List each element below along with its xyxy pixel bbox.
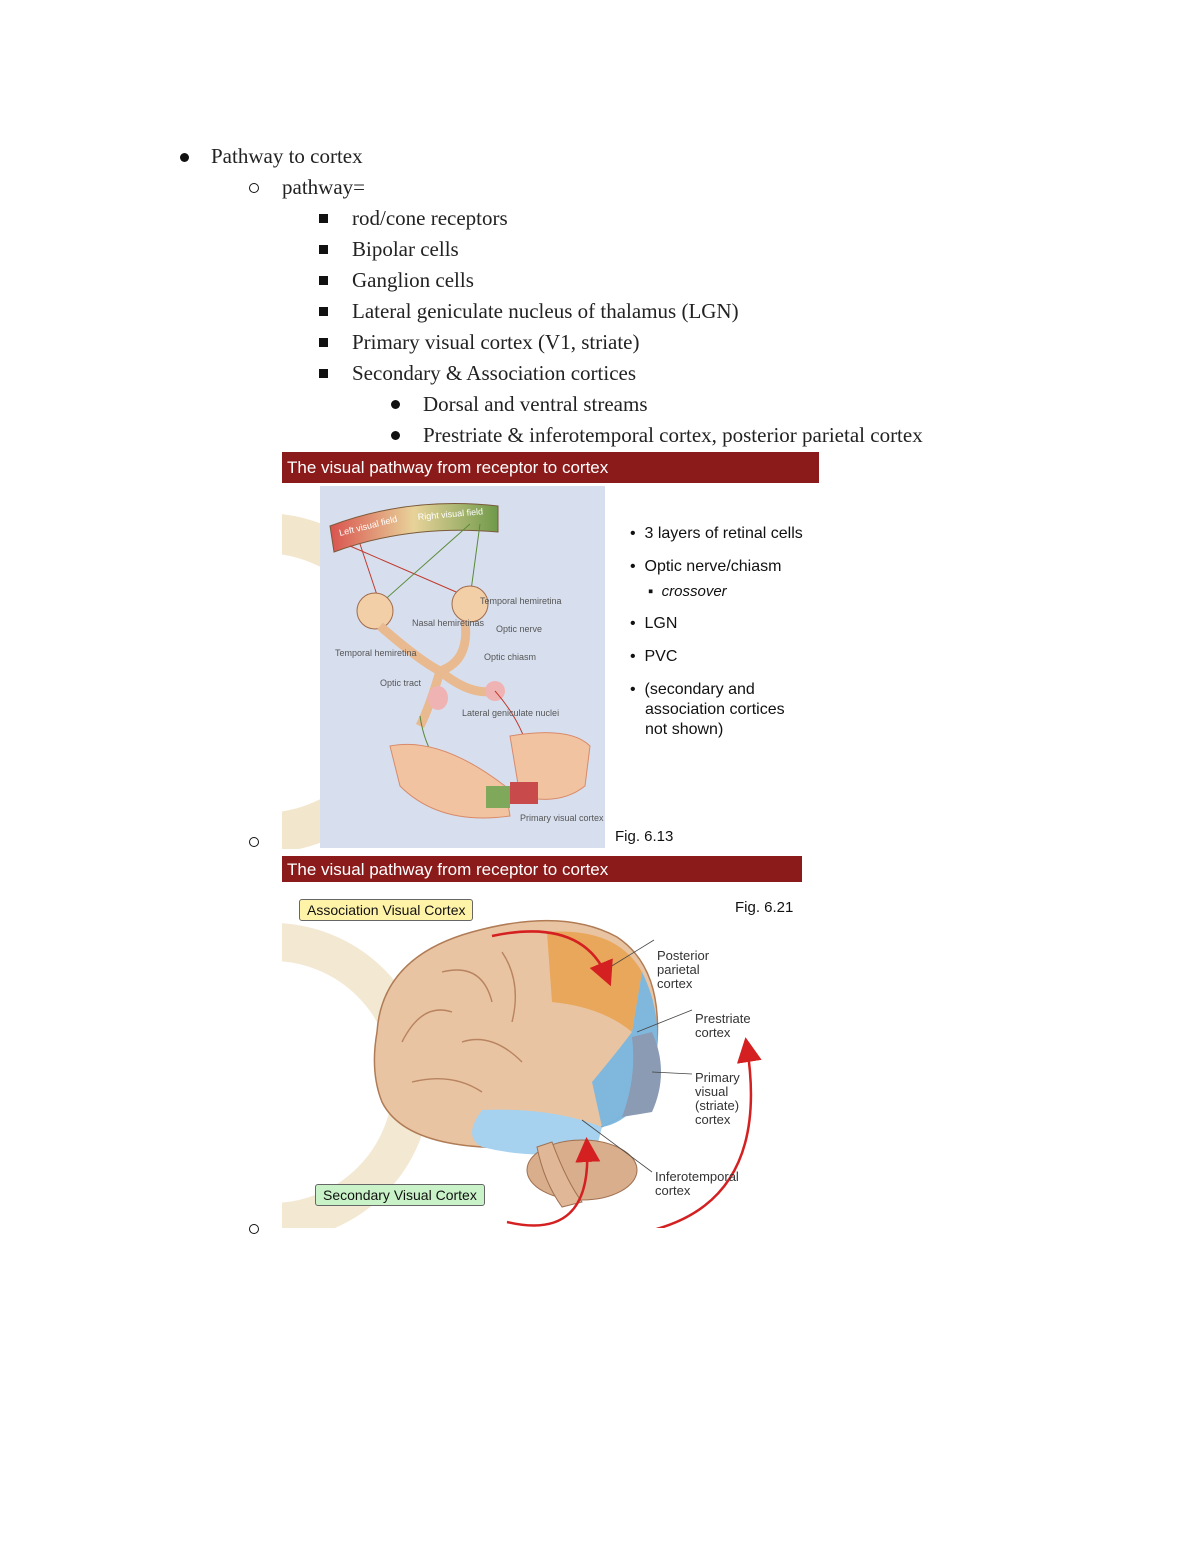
figure-number: Fig. 6.21 xyxy=(735,899,794,916)
label-primary-visual-cortex: Primary visual cortex xyxy=(520,813,604,823)
eye-pathway-diagram: Left visual field Right visual field Tem… xyxy=(320,486,605,848)
outline-item: Lateral geniculate nucleus of thalamus (… xyxy=(352,299,739,323)
brainstem xyxy=(536,1141,583,1208)
bullet-item: • (secondary and xyxy=(630,681,755,698)
bullet-circle xyxy=(249,1224,259,1234)
label-primary-line1: Primary xyxy=(695,1070,740,1085)
slide1-bullets: • 3 layers of retinal cells • Optic nerv… xyxy=(282,452,819,849)
label-primary-line3: (striate) xyxy=(695,1098,739,1113)
bullet-square xyxy=(319,307,328,316)
outline-subitem: Prestriate & inferotemporal cortex, post… xyxy=(423,423,923,447)
bullet-text: (secondary and xyxy=(644,681,755,698)
secondary-visual-cortex-box: Secondary Visual Cortex xyxy=(315,1184,485,1206)
bullet-square xyxy=(319,369,328,378)
arrow-to-posterior-parietal xyxy=(491,930,613,987)
bullet-disc xyxy=(391,400,400,409)
bullet-continuation: not shown) xyxy=(645,721,724,738)
bullet-text: Optic nerve/chiasm xyxy=(644,558,782,575)
label-posterior-line1: Posterior xyxy=(657,948,710,963)
label-temporal-hemiretina: Temporal hemiretina xyxy=(480,596,562,606)
outline-item: Bipolar cells xyxy=(352,237,459,261)
bullet-text: crossover xyxy=(661,583,727,600)
label-posterior-line2: parietal xyxy=(657,962,700,977)
slide-title: The visual pathway from receptor to cort… xyxy=(282,452,819,483)
label-inferotemporal-line2: cortex xyxy=(655,1183,691,1198)
visual-pathway-illustration: Left visual field Right visual field Tem… xyxy=(329,503,604,823)
bullet-square xyxy=(319,245,328,254)
arrow-to-inferotemporal xyxy=(506,1137,601,1227)
outline-subitem: Dorsal and ventral streams xyxy=(423,392,648,416)
bullet-item: • LGN xyxy=(630,615,678,632)
slide-title: The visual pathway from receptor to cort… xyxy=(282,856,802,882)
bullet-text: PVC xyxy=(644,648,678,665)
bullet-item: • 3 layers of retinal cells xyxy=(630,525,803,542)
outline-level1: Pathway to cortex xyxy=(211,144,363,168)
outline-item: Secondary & Association cortices xyxy=(352,361,637,385)
label-primary-line2: visual xyxy=(695,1084,728,1099)
bullet-square xyxy=(319,276,328,285)
label-lateral-geniculate: Lateral geniculate nuclei xyxy=(462,708,559,718)
bullet-disc xyxy=(180,153,189,162)
association-visual-cortex-box: Association Visual Cortex xyxy=(299,899,474,921)
label-prestriate-line2: cortex xyxy=(695,1025,731,1040)
outline-level2: pathway= xyxy=(282,175,365,199)
label-posterior-line3: cortex xyxy=(657,976,693,991)
figure-number: Fig. 6.13 xyxy=(615,828,674,845)
outline-item: Primary visual cortex (V1, striate) xyxy=(352,330,640,354)
label-optic-tract: Optic tract xyxy=(380,678,422,688)
bullet-item: • Optic nerve/chiasm xyxy=(630,558,782,575)
sub-bullet-item: ▪ crossover xyxy=(648,583,727,600)
bullet-circle xyxy=(249,837,259,847)
label-temporal-hemiretina-left: Temporal hemiretina xyxy=(335,648,417,658)
bullet-text: 3 layers of retinal cells xyxy=(644,525,803,542)
brain-illustration: Posterior parietal cortex Prestriate cor… xyxy=(282,919,762,1228)
bullet-square xyxy=(319,214,328,223)
label-optic-chiasm: Optic chiasm xyxy=(484,652,536,662)
slide-visual-pathway-1: The visual pathway from receptor to cort… xyxy=(282,452,819,849)
primary-visual-region xyxy=(622,1032,661,1117)
bullet-text: LGN xyxy=(644,615,678,632)
bullet-disc xyxy=(391,431,400,440)
outline-item: rod/cone receptors xyxy=(352,206,508,230)
slide-visual-pathway-2: The visual pathway from receptor to cort… xyxy=(282,856,802,1228)
label-optic-nerve: Optic nerve xyxy=(496,624,542,634)
bullet-circle xyxy=(249,183,259,193)
outline-item: Ganglion cells xyxy=(352,268,474,292)
bullet-continuation: association cortices xyxy=(645,701,785,718)
label-nasal-hemiretinas: Nasal hemiretinas xyxy=(412,618,485,628)
label-inferotemporal-line1: Inferotemporal xyxy=(655,1169,739,1184)
bullet-item: • PVC xyxy=(630,648,678,665)
label-prestriate-line1: Prestriate xyxy=(695,1011,751,1026)
arrow-to-prestriate xyxy=(655,1037,762,1228)
label-primary-line4: cortex xyxy=(695,1112,731,1127)
bullet-square xyxy=(319,338,328,347)
